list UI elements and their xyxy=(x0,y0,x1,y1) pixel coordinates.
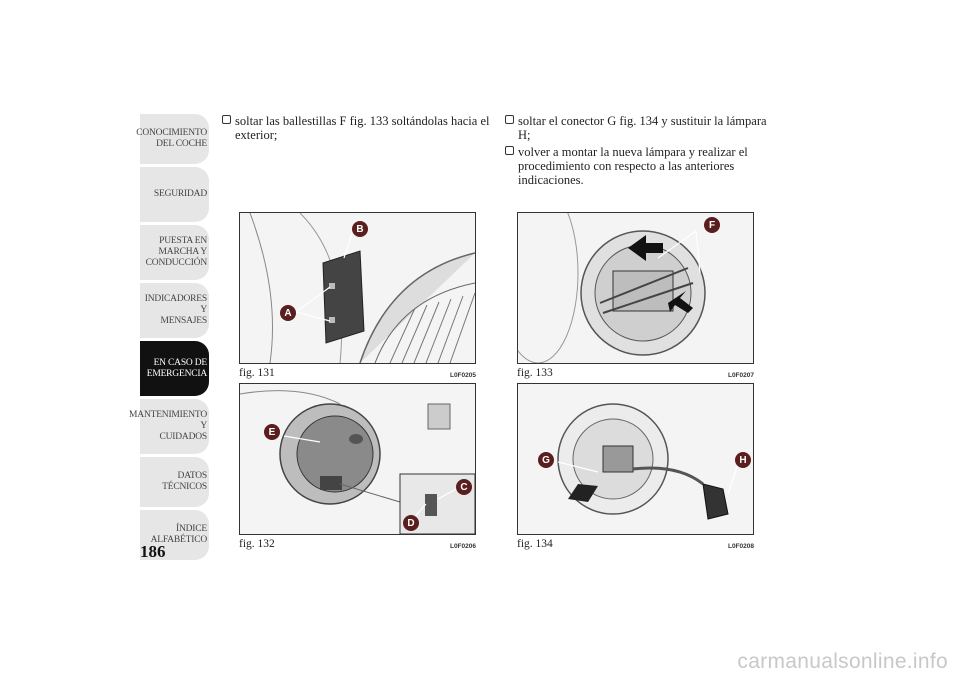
list-item-text: soltar las ballestillas F fig. 133 soltá… xyxy=(235,114,490,142)
callout-e: E xyxy=(264,424,280,440)
tab-seguridad[interactable]: SEGURIDAD xyxy=(140,167,209,222)
tab-puesta-en-marcha[interactable]: PUESTA EN MARCHA Y CONDUCCIÓN xyxy=(140,225,209,280)
callout-g: G xyxy=(538,452,554,468)
figure-133: F fig. 133 L0F0207 xyxy=(517,212,754,379)
figure-caption: fig. 131 xyxy=(239,367,275,379)
tab-label: CONOCIMIENTO DEL COCHE xyxy=(136,128,207,149)
headlamp-rear-cover-illustration: B A xyxy=(239,212,476,364)
figure-134: G H fig. 134 L0F0208 xyxy=(517,383,754,550)
callout-d: D xyxy=(403,515,419,531)
list-item-text: soltar el conector G fig. 134 y sustitui… xyxy=(518,114,767,142)
tab-indice-alfabetico[interactable]: ÍNDICE ALFABÉTICO xyxy=(140,510,209,560)
figure-code: L0F0205 xyxy=(449,372,476,379)
tab-indicadores[interactable]: INDICADORES Y MENSAJES xyxy=(140,283,209,338)
list-item: soltar las ballestillas F fig. 133 soltá… xyxy=(222,114,497,142)
headlamp-cap-removal-illustration: E C D xyxy=(239,383,476,535)
callout-b: B xyxy=(352,221,368,237)
tab-en-caso-de-emergencia[interactable]: EN CASO DE EMERGENCIA xyxy=(140,341,209,396)
tab-label: MANTENIMIENTO Y CUIDADOS xyxy=(129,410,207,442)
checkbox-bullet-icon xyxy=(222,115,231,124)
checkbox-bullet-icon xyxy=(505,146,514,155)
figure-132: E C D fig. 132 L0F0206 xyxy=(239,383,476,550)
figure-caption: fig. 132 xyxy=(239,538,275,550)
text-column-left: soltar las ballestillas F fig. 133 soltá… xyxy=(222,114,497,145)
page-number: 186 xyxy=(140,542,166,561)
figure-code: L0F0206 xyxy=(449,543,476,550)
lamp-clips-illustration: F xyxy=(517,212,754,364)
callout-h: H xyxy=(735,452,751,468)
tab-label: EN CASO DE EMERGENCIA xyxy=(146,357,207,379)
checkbox-bullet-icon xyxy=(505,115,514,124)
callout-c: C xyxy=(456,479,472,495)
tab-label: SEGURIDAD xyxy=(153,189,207,199)
section-sidebar: CONOCIMIENTO DEL COCHE SEGURIDAD PUESTA … xyxy=(129,114,209,563)
tab-label: INDICADORES Y MENSAJES xyxy=(144,294,207,326)
bulb-connector-illustration: G H xyxy=(517,383,754,535)
list-item: soltar el conector G fig. 134 y sustitui… xyxy=(505,114,780,142)
tab-label: ÍNDICE ALFABÉTICO xyxy=(150,524,208,545)
callout-a: A xyxy=(280,305,296,321)
callout-f: F xyxy=(704,217,720,233)
figure-131: B A fig. 131 L0F0205 xyxy=(239,212,476,379)
text-column-right: soltar el conector G fig. 134 y sustitui… xyxy=(505,114,780,190)
tab-label: DATOS TÉCNICOS xyxy=(162,471,207,492)
figure-caption: fig. 134 xyxy=(517,538,553,550)
figure-code: L0F0208 xyxy=(727,543,754,550)
figure-code: L0F0207 xyxy=(727,372,754,379)
tab-label: PUESTA EN MARCHA Y CONDUCCIÓN xyxy=(145,236,208,268)
tab-conocimiento-del-coche[interactable]: CONOCIMIENTO DEL COCHE xyxy=(136,114,209,164)
tab-mantenimiento[interactable]: MANTENIMIENTO Y CUIDADOS xyxy=(129,399,209,454)
figure-caption: fig. 133 xyxy=(517,367,553,379)
list-item: volver a montar la nueva lámpara y reali… xyxy=(505,145,780,187)
list-item-text: volver a montar la nueva lámpara y reali… xyxy=(518,145,748,187)
watermark: carmanualsonline.info xyxy=(737,650,948,673)
tab-datos-tecnicos[interactable]: DATOS TÉCNICOS xyxy=(140,457,209,507)
